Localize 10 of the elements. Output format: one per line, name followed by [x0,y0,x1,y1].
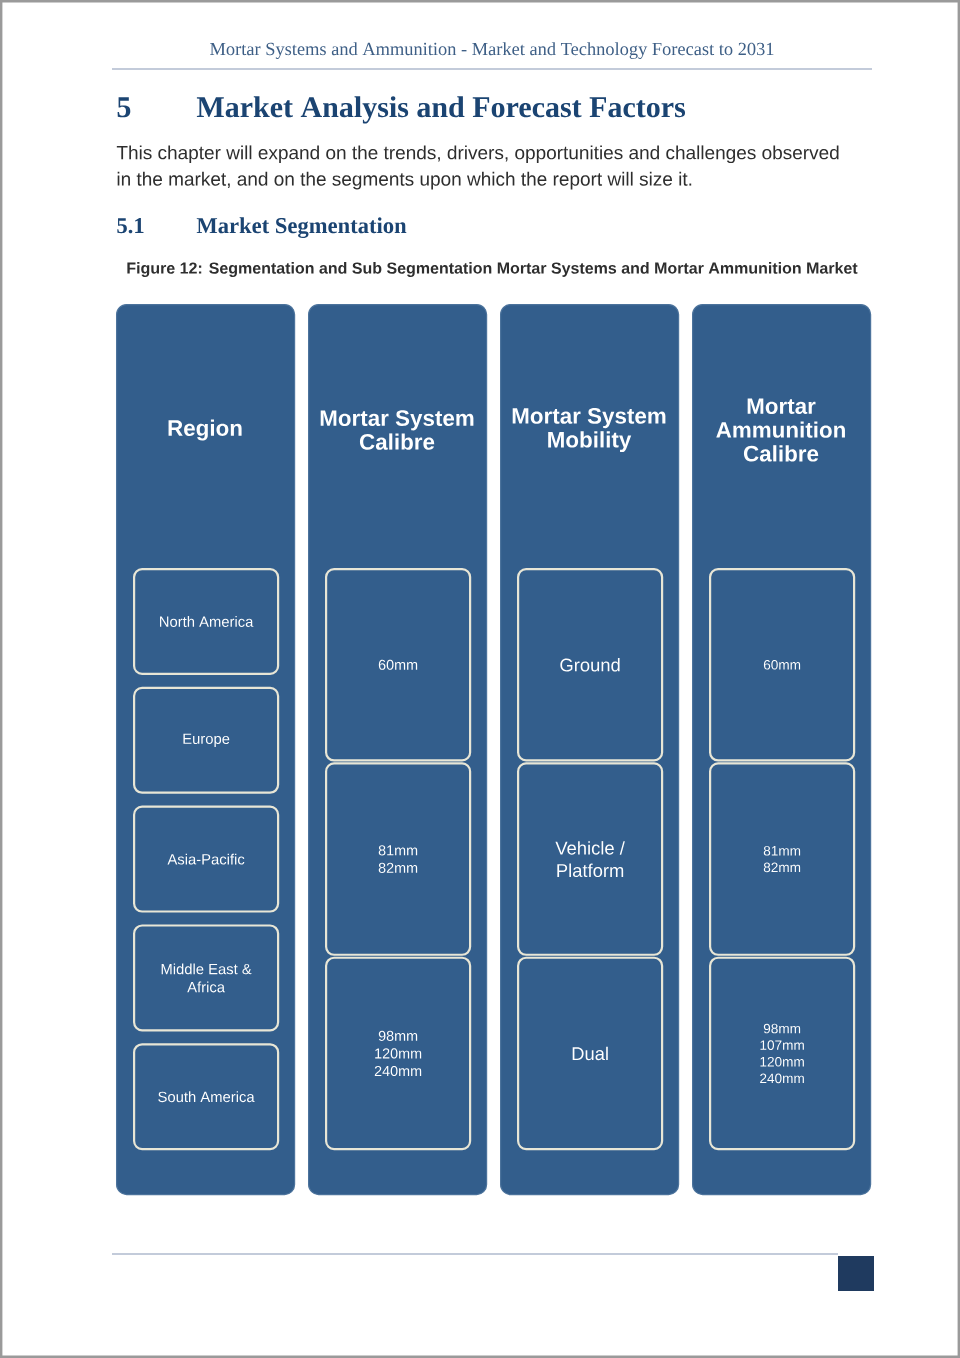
segment-box: Ground [517,568,664,762]
subsection-number: 5.1 [117,218,144,234]
body-paragraph: This chapter will expand on the trends, drivers, opportunities and challenges observed in the market, and on the segments upon which the report will size it. [116,145,839,190]
segment-box: Dual [517,956,664,1151]
running-header: Mortar Systems and Ammunition - Market and Technology Forecast to 2031 [210,42,774,59]
subsection-heading: Market Segmentation [196,217,407,238]
segment-box: Vehicle / Platform [517,762,664,956]
figure-caption: Figure 12: Segmentation and Sub Segmentation Mortar Systems and Mortar Ammunition Market [127,262,858,277]
section-number: 5 [117,97,131,118]
section-heading: Market Analysis and Forecast Factors [196,96,686,124]
